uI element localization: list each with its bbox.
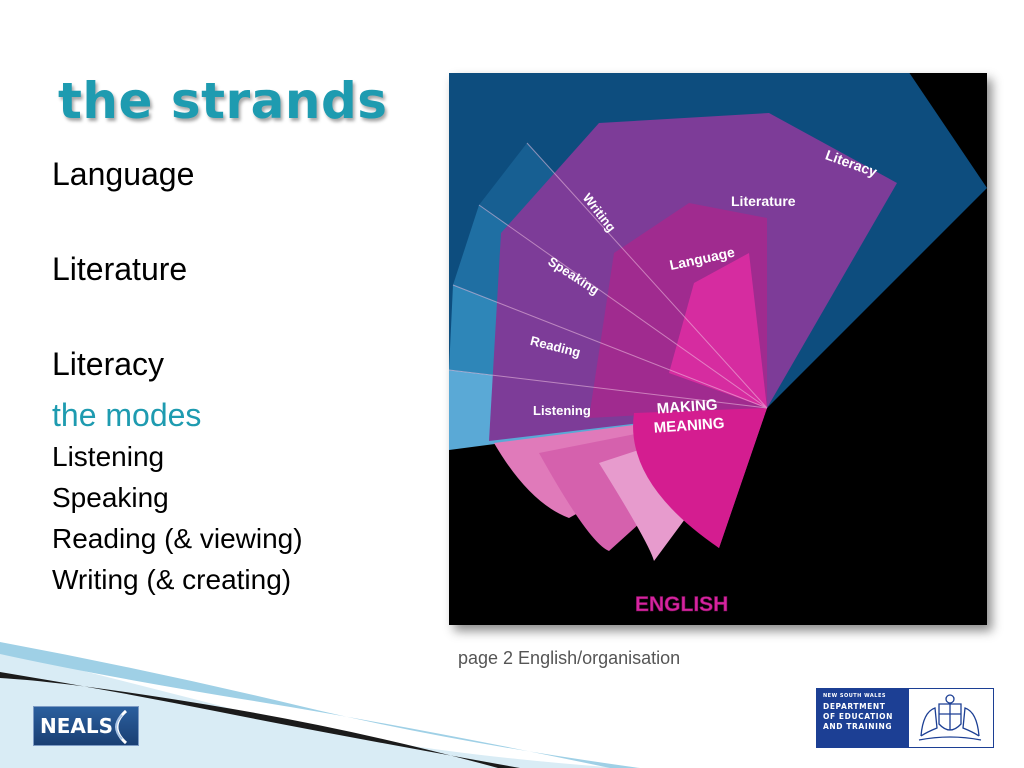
nsw-department-logo: NEW SOUTH WALES DEPARTMENT OF EDUCATION … <box>816 688 994 748</box>
figure-caption: page 2 English/organisation <box>458 648 681 668</box>
mode-reading: Reading (& viewing) <box>52 523 303 554</box>
strands-list: Language Literature Literacy the modes L… <box>52 150 303 600</box>
strand-literacy: Literacy <box>52 346 165 382</box>
neals-logo: NEALS <box>33 706 139 746</box>
slide-title: the strands <box>58 72 388 130</box>
bottom-swoosh-decoration <box>0 642 640 768</box>
strand-language: Language <box>52 156 195 192</box>
diagram-label-listening: Listening <box>533 403 591 418</box>
mode-listening: Listening <box>52 441 165 472</box>
english-fan-diagram: Literacy Literature Language Writing Spe… <box>449 73 987 625</box>
neals-logo-text: NEALS <box>40 714 114 738</box>
mode-writing: Writing (& creating) <box>52 564 292 595</box>
dept-line-1: DEPARTMENT <box>823 702 886 711</box>
diagram-label-meaning: MEANING <box>653 415 725 437</box>
mode-speaking: Speaking <box>52 482 169 513</box>
diagram-center-meaning <box>633 408 767 548</box>
coat-of-arms-icon <box>918 694 982 741</box>
neals-arc-icon <box>115 709 128 745</box>
diagram-label-making: MAKING <box>656 396 718 417</box>
dept-line-3: AND TRAINING <box>823 722 893 731</box>
modes-heading: the modes <box>52 397 202 433</box>
dept-line-2: OF EDUCATION <box>823 712 894 721</box>
strand-literature: Literature <box>52 251 188 287</box>
diagram-label-literature: Literature <box>731 193 796 209</box>
dept-state: NEW SOUTH WALES <box>823 693 886 699</box>
diagram-label-english: ENGLISH <box>635 593 728 616</box>
diagram-ring-language-inner <box>669 253 767 408</box>
